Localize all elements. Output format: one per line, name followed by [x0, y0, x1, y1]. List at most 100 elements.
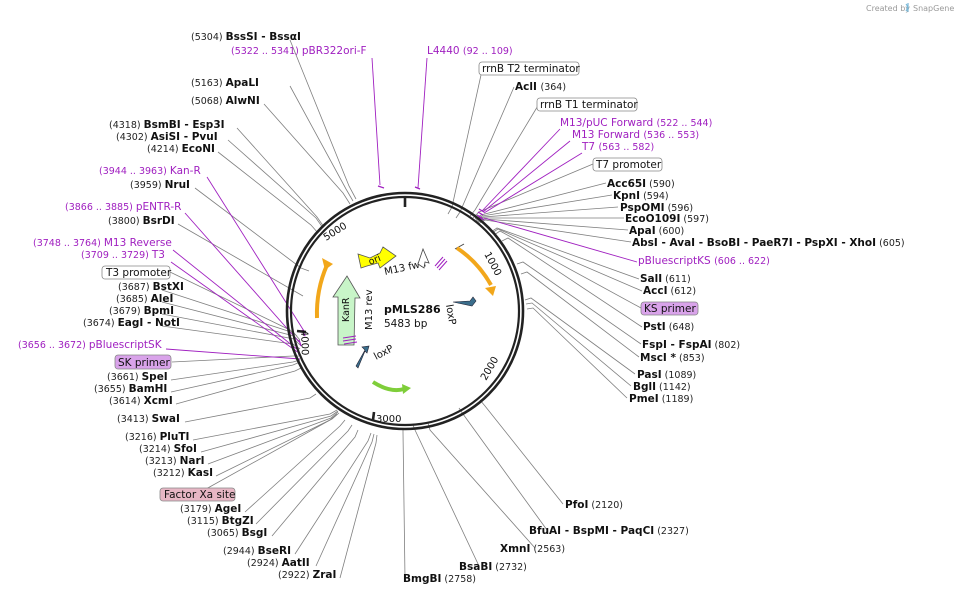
leader-apali [289, 85, 354, 202]
site-label-msci: MscI * (853) [640, 352, 705, 364]
site-label-bsgi: (3065) BsgI [207, 527, 267, 539]
site-label-bmgbi: BmgBI (2758) [403, 573, 476, 585]
orange-arrowhead-left [322, 258, 333, 270]
leader-bsssi [289, 39, 357, 200]
site-label-bpmi: (3679) BpmI [109, 305, 174, 317]
plasmid-name: pMLS286 [384, 303, 441, 316]
box-t3-promoter: T3 promoter [105, 267, 172, 279]
box-factor-xa: Factor Xa site [164, 489, 235, 501]
tick-label-3000: 3000 [376, 414, 401, 425]
primer-label-m13-reverse: (3748 .. 3764) M13 Reverse [33, 237, 172, 249]
site-label-bamhi: (3655) BamHI [94, 383, 167, 395]
tick-label-4000: 4000 [298, 330, 310, 356]
primer-label-pbluescriptsk: (3656 .. 3672) pBluescriptSK [18, 339, 163, 351]
ori-label: ori [367, 253, 383, 268]
credit-brand: SnapGene [913, 4, 954, 13]
site-label-bseri: (2944) BseRI [223, 545, 291, 557]
green-arc [371, 380, 405, 393]
loxp-label-1: loxP [443, 304, 457, 326]
loxp-arrow-1 [452, 296, 477, 307]
primer-label-t3: (3709 .. 3729) T3 [81, 249, 165, 261]
leader-l4440 [417, 57, 428, 189]
site-label-bgli: BglI (1142) [633, 381, 691, 393]
site-label-fspi: FspI - FspAI (802) [642, 339, 740, 351]
site-label-pfoi: PfoI (2120) [565, 499, 623, 511]
site-label-xmni: XmnI (2563) [500, 543, 565, 555]
box-rrnb-t1: rrnB T1 terminator [540, 99, 638, 111]
site-label-eagi: (3674) EagI - NotI [83, 317, 180, 329]
inner-features: ori KanR M13 rev M13 fwd loxP loxP pMLS2… [314, 243, 496, 394]
m13rev-marker [342, 335, 358, 345]
primer-leader-lines [165, 57, 638, 360]
green-arrowhead [402, 384, 411, 394]
site-label-btgzi: (3115) BtgZI [187, 515, 254, 527]
site-label-kasi: (3212) KasI [153, 467, 213, 479]
site-label-zrai: (2922) ZraI [278, 569, 336, 581]
site-label-absi: AbsI - AvaI - BsoBI - PaeR7I - PspXI - X… [632, 237, 905, 249]
site-label-sali: SalI (611) [640, 273, 691, 285]
site-label-acci: AccI (612) [643, 285, 696, 297]
labels-left: (5304) BssSI - BssαI(5163) ApaLI(5068) A… [83, 31, 336, 581]
credit-text: Created by [866, 4, 910, 13]
site-label-apali: (5163) ApaLI [191, 77, 259, 89]
primer-label-pbr322ori-f: (5322 .. 5341) pBR322ori-F [231, 45, 367, 57]
box-t7-promoter: T7 promoter [595, 159, 662, 171]
site-label-asisi: (4302) AsiSI - PvuI [116, 131, 218, 143]
site-label-alei: (3685) AleI [116, 293, 173, 305]
kanr-arrow [332, 275, 361, 346]
ori-arrow [357, 246, 397, 269]
leader-pbr322ori-f [371, 57, 381, 186]
site-label-bfuai: BfuAI - BspMI - PaqCI (2327) [529, 525, 689, 537]
primer-label-pbluescriptks: pBluescriptKS (606 .. 622) [638, 255, 770, 267]
scale-ticks [296, 197, 407, 421]
site-label-bsabi: BsaBI (2732) [459, 561, 527, 573]
site-label-acli: AclI (364) [515, 81, 566, 93]
m13fwd-marker [434, 256, 448, 271]
site-label-acc65i: Acc65I (590) [607, 178, 675, 190]
m13fwd-arrow [417, 247, 430, 269]
primer-label-l4440: L4440 (92 .. 109) [427, 45, 513, 57]
site-label-spei: (3661) SpeI [107, 371, 168, 383]
site-label-agei: (3179) AgeI [180, 503, 241, 515]
box-rrnb-t2: rrnB T2 terminator [482, 63, 580, 75]
site-label-swai: (3413) SwaI [117, 413, 180, 425]
primer-label-kan-r: (3944 .. 3963) Kan-R [99, 165, 201, 177]
site-label-pmei: PmeI (1189) [629, 393, 693, 405]
snapgene-logo-icon [905, 3, 909, 12]
orange-arrowhead-right [485, 286, 496, 296]
labels-bottom: PfoI (2120) BfuAI - BspMI - PaqCI (2327) X… [403, 499, 689, 585]
tick-3000 [371, 411, 376, 421]
tick-4000 [296, 329, 307, 334]
site-label-aatii: (2924) AatII [247, 557, 310, 569]
labels-primers: (5322 .. 5341) pBR322ori-F (3944 .. 3963)… [18, 45, 770, 351]
labels-right: Acc65I (590)KpnI (594)PspOMI (596)EcoO10… [607, 178, 905, 405]
orange-arc-left [314, 264, 329, 319]
site-label-kpni: KpnI (594) [613, 190, 669, 202]
orange-arc-right [455, 246, 493, 286]
site-label-psti: PstI (648) [643, 321, 694, 333]
box-ks-primer: KS primer [644, 303, 696, 315]
site-label-nrui: (3959) NruI [130, 179, 190, 191]
site-label-econi: (4214) EcoNI [147, 143, 215, 155]
primer-label-pentr-r: (3866 .. 3885) pENTR-R [65, 201, 181, 213]
loxp-label-2: loxP [372, 343, 395, 362]
m13rev-label: M13 rev [364, 289, 375, 330]
site-label-xcmi: (3614) XcmI [109, 395, 173, 407]
site-label-pasi: PasI (1089) [637, 369, 696, 381]
site-label-bsssi: (5304) BssSI - BssαI [191, 31, 301, 43]
kanr-label: KanR [341, 297, 352, 322]
site-label-pluti: (3216) PluTI [125, 431, 189, 443]
small-feature-mark [454, 243, 465, 250]
primer-label-m13-puc-forward: M13/pUC Forward (522 .. 544) [560, 117, 712, 129]
loxp-arrow-2 [355, 345, 370, 369]
plasmid-size: 5483 bp [384, 318, 428, 330]
site-label-ecoo109i: EcoO109I (597) [625, 213, 709, 225]
feature-boxes: T3 promoter SK primer Factor Xa site rrn… [101, 61, 699, 502]
primer-label-m13-forward: M13 Forward (536 .. 553) [572, 129, 699, 141]
site-label-bstxi: (3687) BstXI [118, 281, 184, 293]
site-label-bsrdi: (3800) BsrDI [108, 215, 175, 227]
box-sk-primer: SK primer [118, 357, 170, 369]
site-label-apai: ApaI (600) [629, 225, 684, 237]
site-label-sfoi: (3214) SfoI [139, 443, 197, 455]
